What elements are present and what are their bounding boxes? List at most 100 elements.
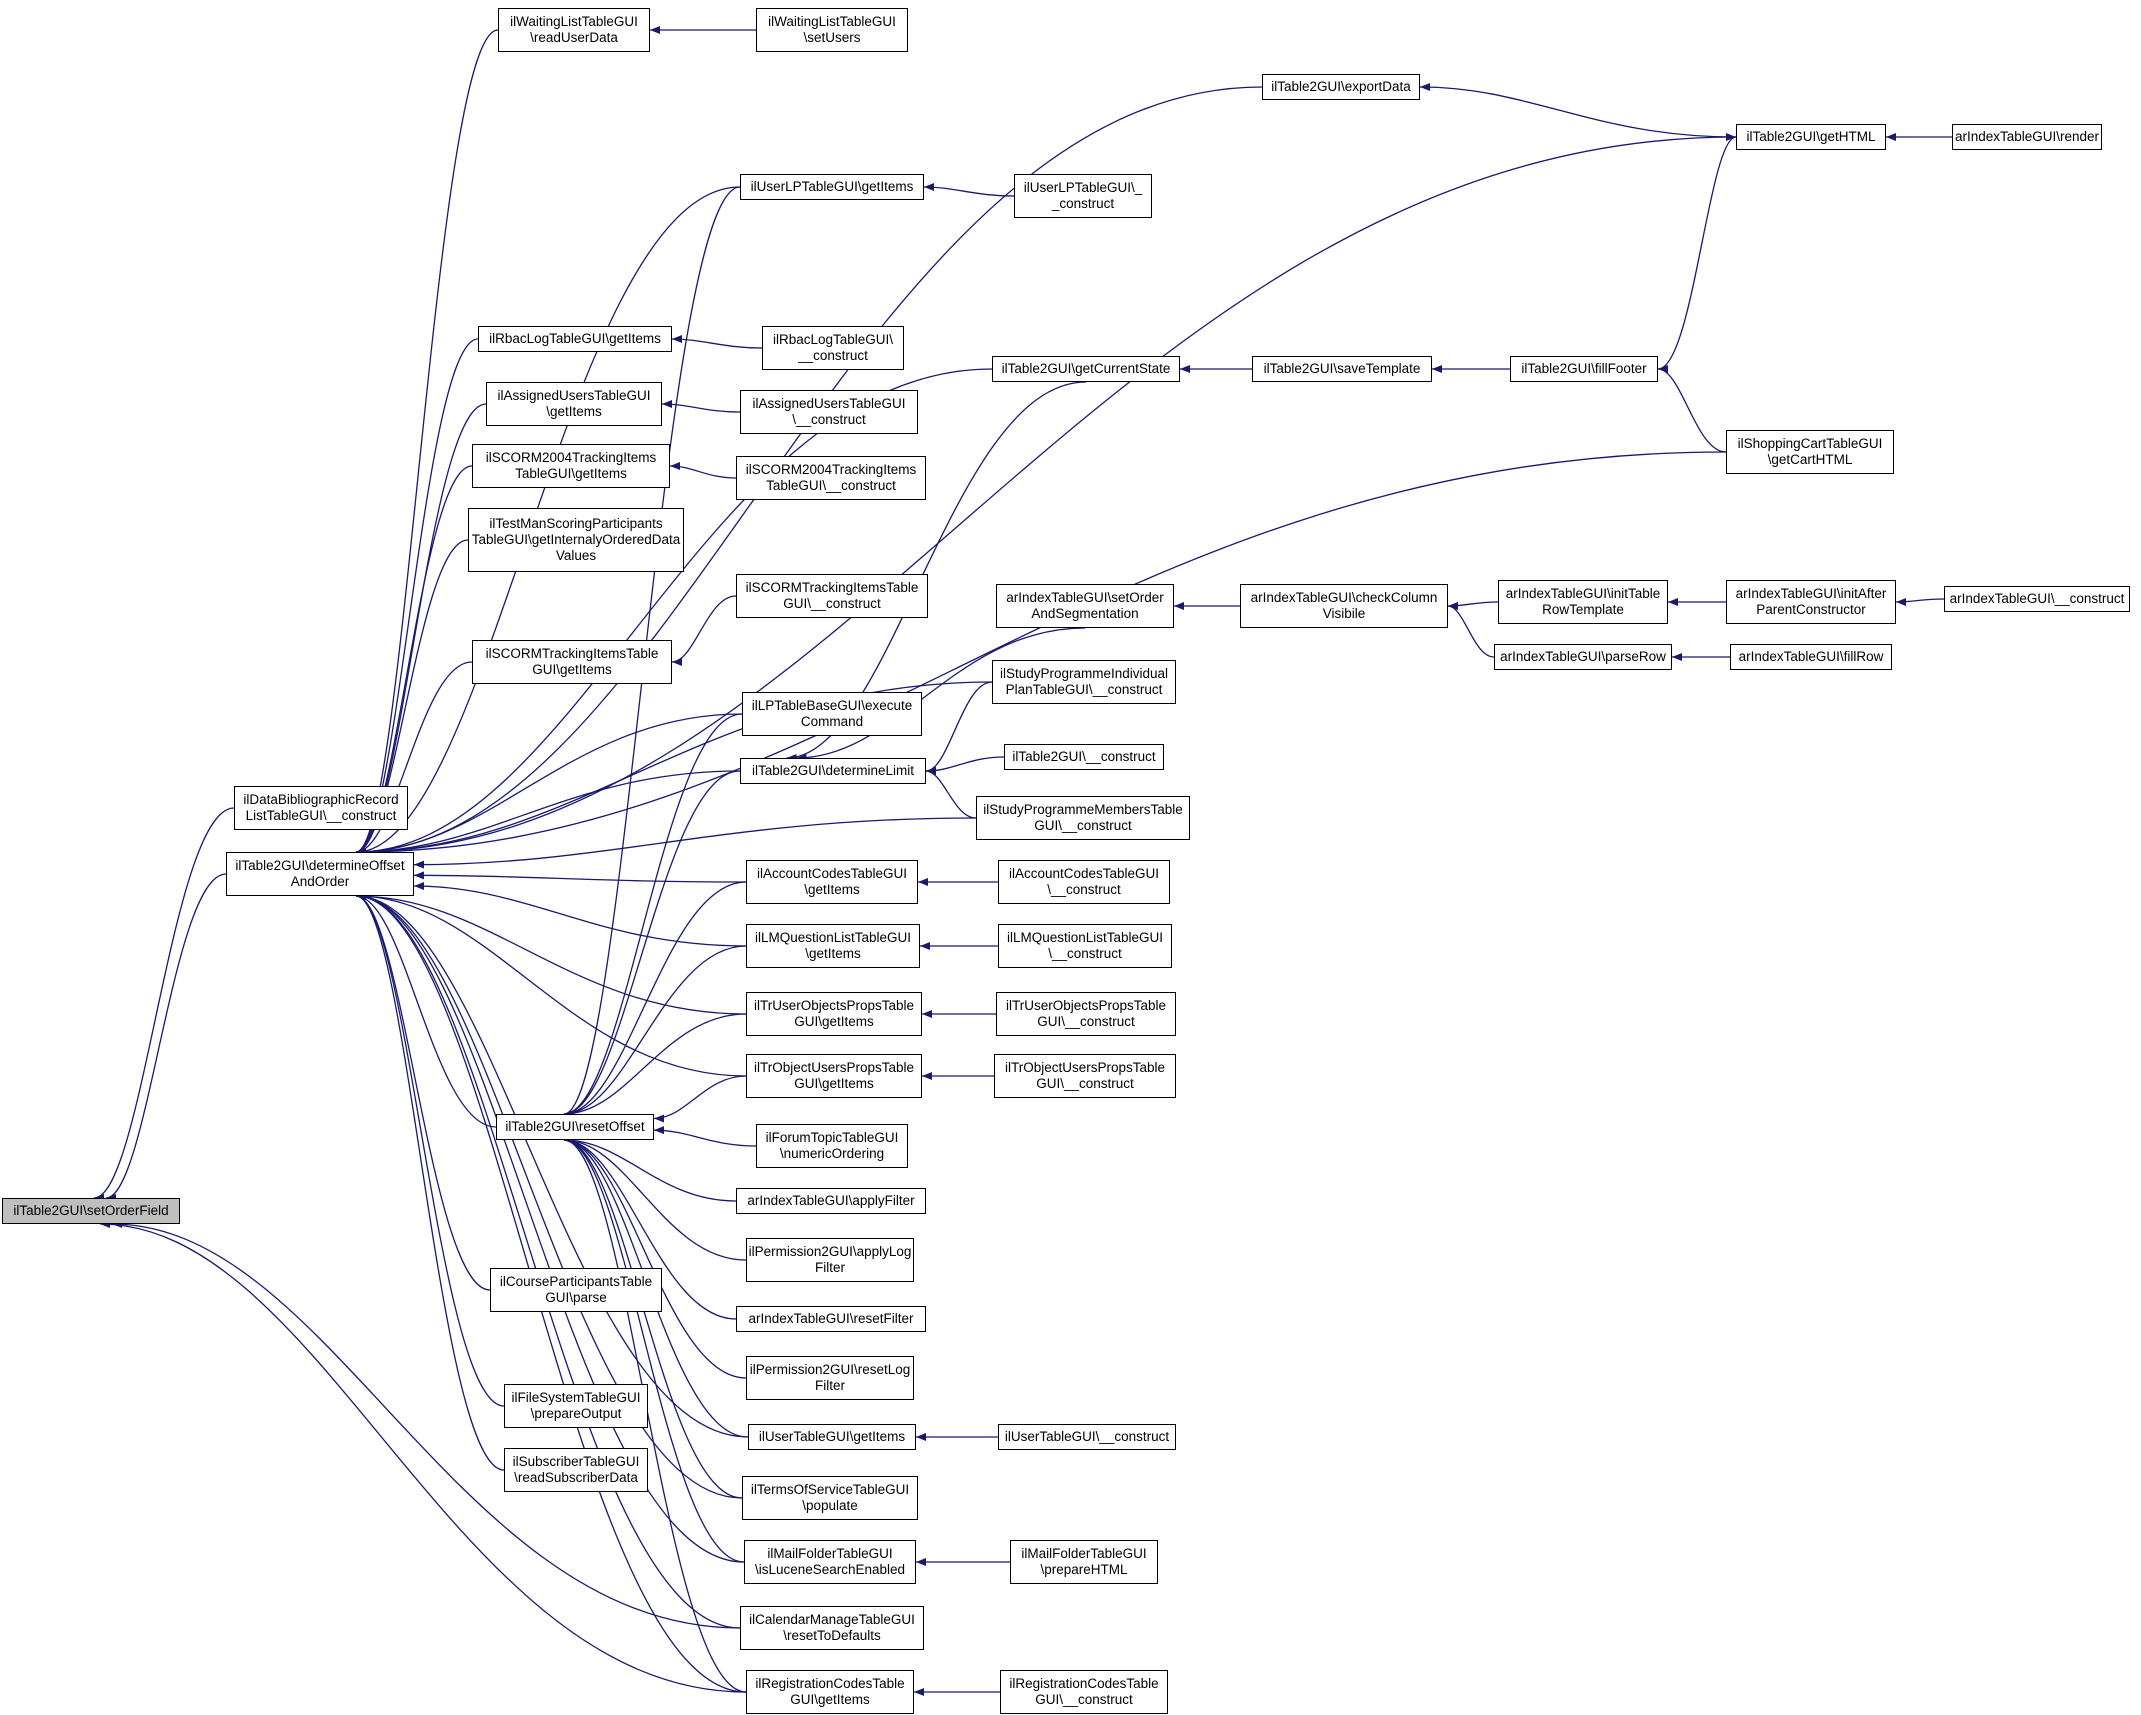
node-label-line: GUI\__construct xyxy=(1034,818,1132,833)
node-label-line: ilDataBibliographicRecord xyxy=(243,792,399,807)
function-node[interactable]: ilFileSystemTableGUI\prepareOutput xyxy=(504,1384,648,1428)
function-node[interactable]: arIndexTableGUI\applyFilter xyxy=(736,1188,926,1214)
call-edge xyxy=(669,462,737,479)
function-node[interactable]: arIndexTableGUI\parseRow xyxy=(1494,644,1672,670)
call-edge xyxy=(563,1136,737,1202)
node-label-line: \__construct xyxy=(1048,946,1122,961)
node-label-line: ilTable2GUI\determineOffset xyxy=(235,858,405,873)
function-node[interactable]: ilMailFolderTableGUI\prepareHTML xyxy=(1010,1540,1158,1584)
node-label: ilTable2GUI\determineLimit xyxy=(752,763,914,779)
function-node[interactable]: ilTable2GUI\fillFooter xyxy=(1510,356,1658,382)
call-edge xyxy=(923,183,1015,197)
call-edge xyxy=(355,892,497,1128)
node-label-line: ilStudyProgrammeMembersTable xyxy=(983,802,1183,817)
function-node[interactable]: ilUserTableGUI\__construct xyxy=(998,1424,1176,1450)
call-edge xyxy=(355,465,473,856)
call-edge xyxy=(355,892,747,1015)
node-label-line: \setUsers xyxy=(803,30,861,45)
node-label-line: PlanTableGUI\__construct xyxy=(1005,682,1163,697)
node-label-line: ilCourseParticipantsTable xyxy=(499,1274,653,1289)
call-edge xyxy=(563,1136,747,1379)
function-node[interactable]: ilMailFolderTableGUI\isLuceneSearchEnabl… xyxy=(744,1540,916,1584)
function-node[interactable]: ilTable2GUI\__construct xyxy=(1004,744,1164,770)
function-node[interactable]: ilShoppingCartTableGUI\getCartHTML xyxy=(1726,430,1894,474)
function-node[interactable]: ilTable2GUI\exportData xyxy=(1262,74,1420,100)
call-edge xyxy=(925,767,977,819)
node-label: ilShoppingCartTableGUI\getCartHTML xyxy=(1738,436,1883,468)
function-node[interactable]: ilSubscriberTableGUI\readSubscriberData xyxy=(504,1448,648,1492)
function-node[interactable]: ilTable2GUI\resetOffset xyxy=(496,1114,654,1140)
function-node[interactable]: ilTable2GUI\setOrderField xyxy=(2,1198,180,1224)
function-node[interactable]: ilTermsOfServiceTableGUI\populate xyxy=(742,1476,918,1520)
node-label: arIndexTableGUI\applyFilter xyxy=(747,1193,914,1209)
node-label-line: \prepareHTML xyxy=(1040,1562,1128,1577)
function-node[interactable]: ilLMQuestionListTableGUI\__construct xyxy=(998,924,1172,968)
node-label-line: ilTable2GUI\fillFooter xyxy=(1521,361,1647,376)
call-edge xyxy=(355,661,473,856)
node-label-line: ilAssignedUsersTableGUI xyxy=(752,396,906,411)
node-label-line: ilWaitingListTableGUI xyxy=(510,14,638,29)
function-node[interactable]: ilLMQuestionListTableGUI\getItems xyxy=(746,924,920,968)
function-node[interactable]: ilTable2GUI\getHTML xyxy=(1736,124,1886,150)
function-node[interactable]: ilWaitingListTableGUI\readUserData xyxy=(498,8,650,52)
function-node[interactable]: ilUserLPTableGUI\getItems xyxy=(740,174,924,200)
node-label-line: TableGUI\getInternalyOrderedData xyxy=(471,532,681,547)
node-label-line: ilSubscriberTableGUI xyxy=(512,1454,640,1469)
function-node[interactable]: ilTable2GUI\getCurrentState xyxy=(992,356,1180,382)
node-label: ilWaitingListTableGUI\readUserData xyxy=(510,14,638,46)
function-node[interactable]: ilAccountCodesTableGUI\__construct xyxy=(998,860,1170,904)
function-node[interactable]: arIndexTableGUI\render xyxy=(1952,124,2102,150)
function-node[interactable]: ilTable2GUI\saveTemplate xyxy=(1252,356,1432,382)
function-node[interactable]: ilAssignedUsersTableGUI\getItems xyxy=(486,382,662,426)
node-label: ilForumTopicTableGUI\numericOrdering xyxy=(766,1130,899,1162)
function-node[interactable]: arIndexTableGUI\fillRow xyxy=(1730,644,1892,670)
function-node[interactable]: arIndexTableGUI\resetFilter xyxy=(736,1306,926,1332)
function-node[interactable]: ilWaitingListTableGUI\setUsers xyxy=(756,8,908,52)
function-node[interactable]: ilRbacLogTableGUI\getItems xyxy=(478,326,672,352)
node-label-line: GUI\getItems xyxy=(794,1076,874,1091)
call-edge xyxy=(355,136,1737,856)
node-label: arIndexTableGUI\parseRow xyxy=(1500,649,1666,665)
function-node[interactable]: ilUserTableGUI\getItems xyxy=(748,1424,916,1450)
node-label-line: GUI\__construct xyxy=(1037,1014,1135,1029)
function-node[interactable]: ilUserLPTableGUI\__construct xyxy=(1014,174,1152,218)
node-label-line: \__construct xyxy=(792,412,866,427)
call-edge xyxy=(1895,597,1945,606)
function-node[interactable]: arIndexTableGUI\__construct xyxy=(1944,586,2130,612)
function-node[interactable]: ilCalendarManageTableGUI\resetToDefaults xyxy=(740,1606,924,1650)
function-node[interactable]: ilRbacLogTableGUI\__construct xyxy=(762,326,904,370)
call-edge xyxy=(563,1136,737,1320)
function-node[interactable]: ilAssignedUsersTableGUI\__construct xyxy=(740,390,918,434)
function-node[interactable]: ilTable2GUI\determineLimit xyxy=(740,758,926,784)
function-node[interactable]: ilAccountCodesTableGUI\getItems xyxy=(746,860,918,904)
node-label-line: \getItems xyxy=(805,946,861,961)
node-label-line: arIndexTableGUI\parseRow xyxy=(1500,649,1666,664)
call-edge xyxy=(1657,133,1737,370)
node-label-line: Visibile xyxy=(1322,606,1366,621)
function-node[interactable]: ilForumTopicTableGUI\numericOrdering xyxy=(756,1124,908,1168)
